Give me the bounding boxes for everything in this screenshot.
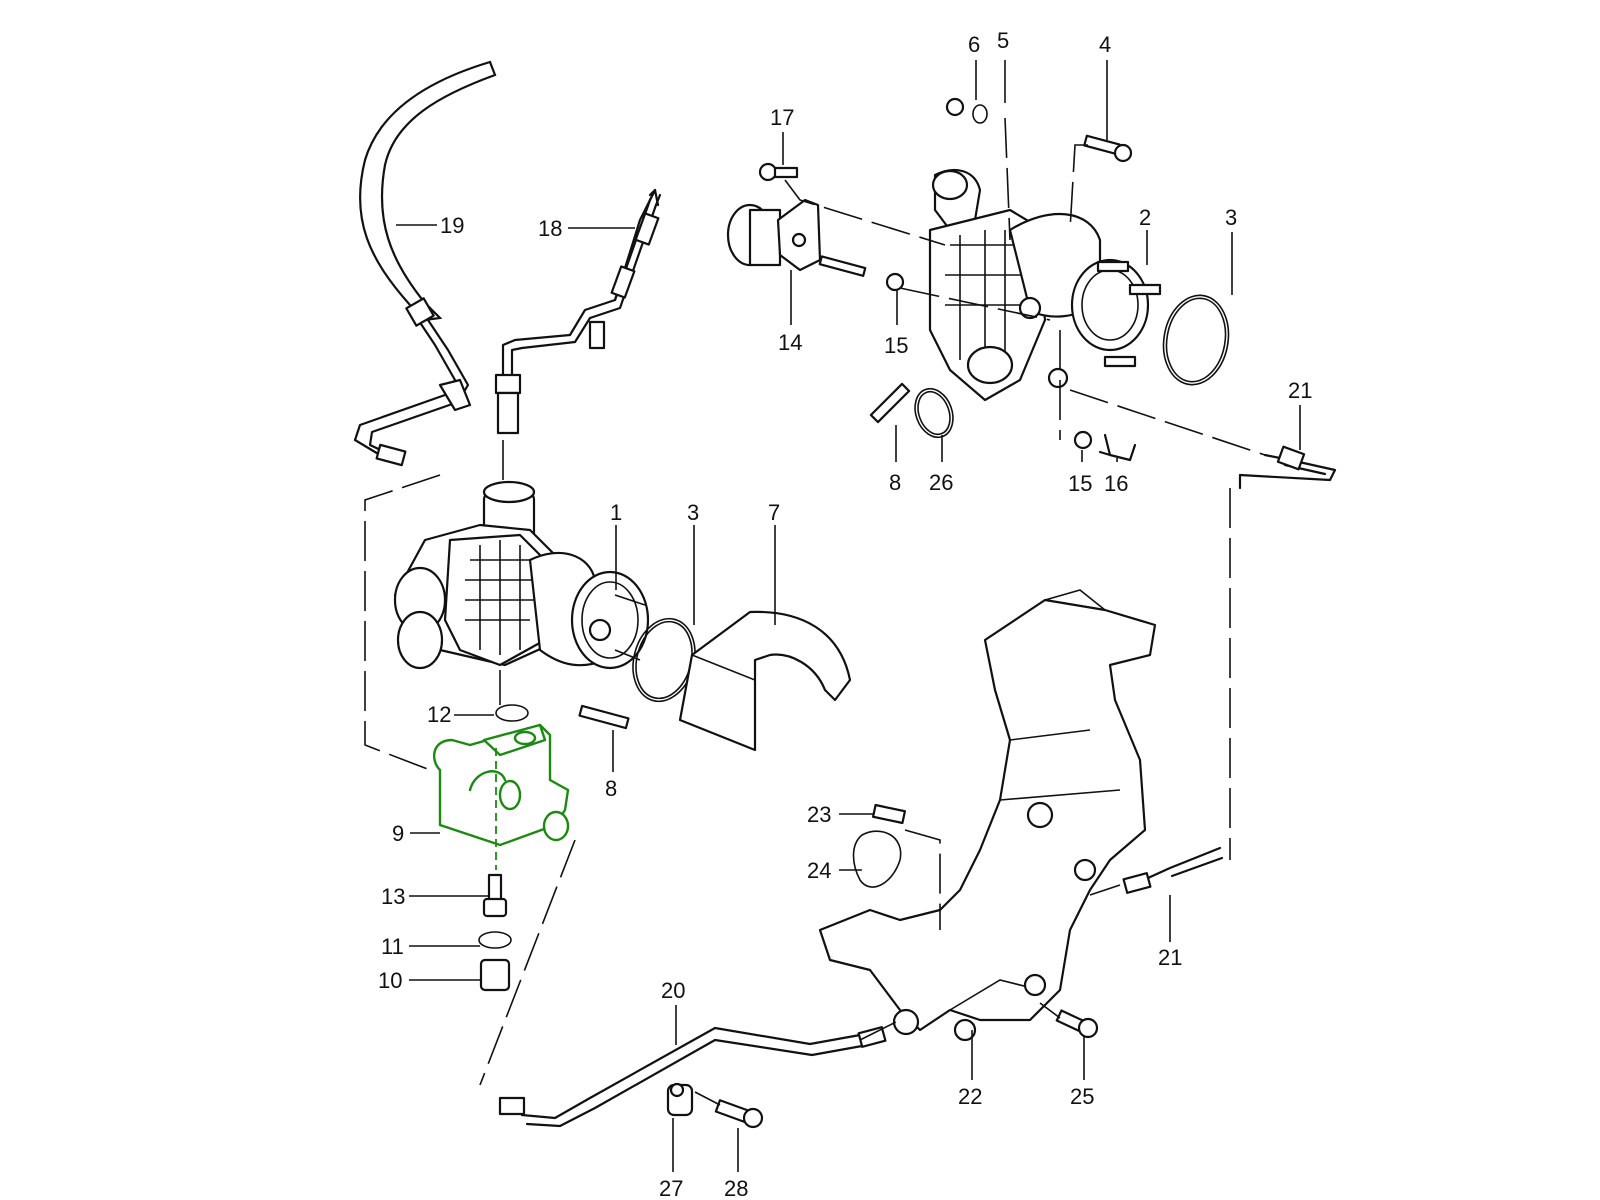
part-23-bolt[interactable] [871, 803, 907, 825]
callout-15-lower[interactable]: 15 [1068, 471, 1092, 496]
callout-23[interactable]: 23 [807, 802, 831, 827]
callout-15-upper[interactable]: 15 [884, 333, 908, 358]
callout-2[interactable]: 2 [1139, 205, 1151, 230]
part-21-pipe[interactable] [1122, 445, 1337, 894]
callout-28[interactable]: 28 [724, 1176, 748, 1200]
part-27-clamp[interactable] [666, 1082, 694, 1117]
callout-25[interactable]: 25 [1070, 1084, 1094, 1109]
callout-8-lower[interactable]: 8 [605, 776, 617, 801]
part-15-nut-upper[interactable] [885, 272, 905, 292]
assembly-lines [364, 117, 1266, 1106]
part-24-gasket[interactable] [852, 830, 902, 888]
callout-6[interactable]: 6 [968, 32, 980, 57]
callout-14[interactable]: 14 [778, 330, 802, 355]
part-5-washer[interactable] [972, 104, 988, 124]
callout-22[interactable]: 22 [958, 1084, 982, 1109]
part-11-washer[interactable] [478, 931, 512, 949]
part-8-stud-lower[interactable] [578, 704, 630, 730]
callout-27[interactable]: 27 [659, 1176, 683, 1200]
callout-19[interactable]: 19 [440, 213, 464, 238]
part-13-bolt[interactable] [482, 873, 508, 918]
part-3-oring-upper[interactable] [1157, 290, 1236, 390]
part-8-stud-upper[interactable] [869, 382, 911, 424]
part-15-nut-lower[interactable] [1073, 430, 1093, 450]
leader-lines [396, 60, 1301, 1172]
callout-5[interactable]: 5 [997, 28, 1009, 53]
part-19-hose[interactable] [353, 60, 497, 467]
part-18-pipe[interactable] [494, 188, 662, 435]
callout-24[interactable]: 24 [807, 858, 831, 883]
part-16-clip[interactable] [1098, 433, 1137, 462]
part-6-nut[interactable] [945, 97, 965, 117]
callout-3-lower[interactable]: 3 [687, 500, 699, 525]
callout-1[interactable]: 1 [610, 500, 622, 525]
callout-21-lower[interactable]: 21 [1158, 945, 1182, 970]
part-26-gasket-ring[interactable] [909, 383, 960, 442]
callout-13[interactable]: 13 [381, 884, 405, 909]
callout-11[interactable]: 11 [381, 934, 404, 959]
part-14-wastegate-actuator[interactable] [726, 198, 867, 277]
part-4-bolt[interactable] [1083, 134, 1133, 163]
callout-8-upper[interactable]: 8 [889, 470, 901, 495]
part-1-turbocharger[interactable] [393, 480, 650, 670]
part-25-bolt[interactable] [1055, 1009, 1099, 1039]
part-28-bolt[interactable] [714, 1099, 764, 1129]
callout-12[interactable]: 12 [427, 702, 451, 727]
callout-4[interactable]: 4 [1099, 32, 1111, 57]
part-7-heat-shield[interactable] [678, 610, 852, 752]
part-10-plug[interactable] [479, 958, 511, 992]
callout-9[interactable]: 9 [392, 821, 404, 846]
part-2-turbo-housing[interactable] [928, 168, 1162, 402]
part-17-bolt[interactable] [758, 162, 799, 182]
part-9-oil-return-housing[interactable] [432, 723, 570, 870]
callout-18[interactable]: 18 [538, 216, 562, 241]
part-12-seal-ring[interactable] [495, 704, 529, 722]
callout-10[interactable]: 10 [378, 968, 402, 993]
callout-16[interactable]: 16 [1104, 471, 1128, 496]
callout-3-upper[interactable]: 3 [1225, 205, 1237, 230]
callout-20[interactable]: 20 [661, 978, 685, 1003]
callout-labels: 6 5 4 17 2 3 19 18 14 15 21 8 26 15 16 1… [378, 28, 1312, 1200]
callout-17[interactable]: 17 [770, 105, 794, 130]
part-22-bracket[interactable] [818, 589, 1157, 1042]
callout-7[interactable]: 7 [768, 500, 780, 525]
callout-26[interactable]: 26 [929, 470, 953, 495]
callout-21-upper[interactable]: 21 [1288, 378, 1312, 403]
part-20-return-pipe[interactable] [498, 1026, 887, 1128]
